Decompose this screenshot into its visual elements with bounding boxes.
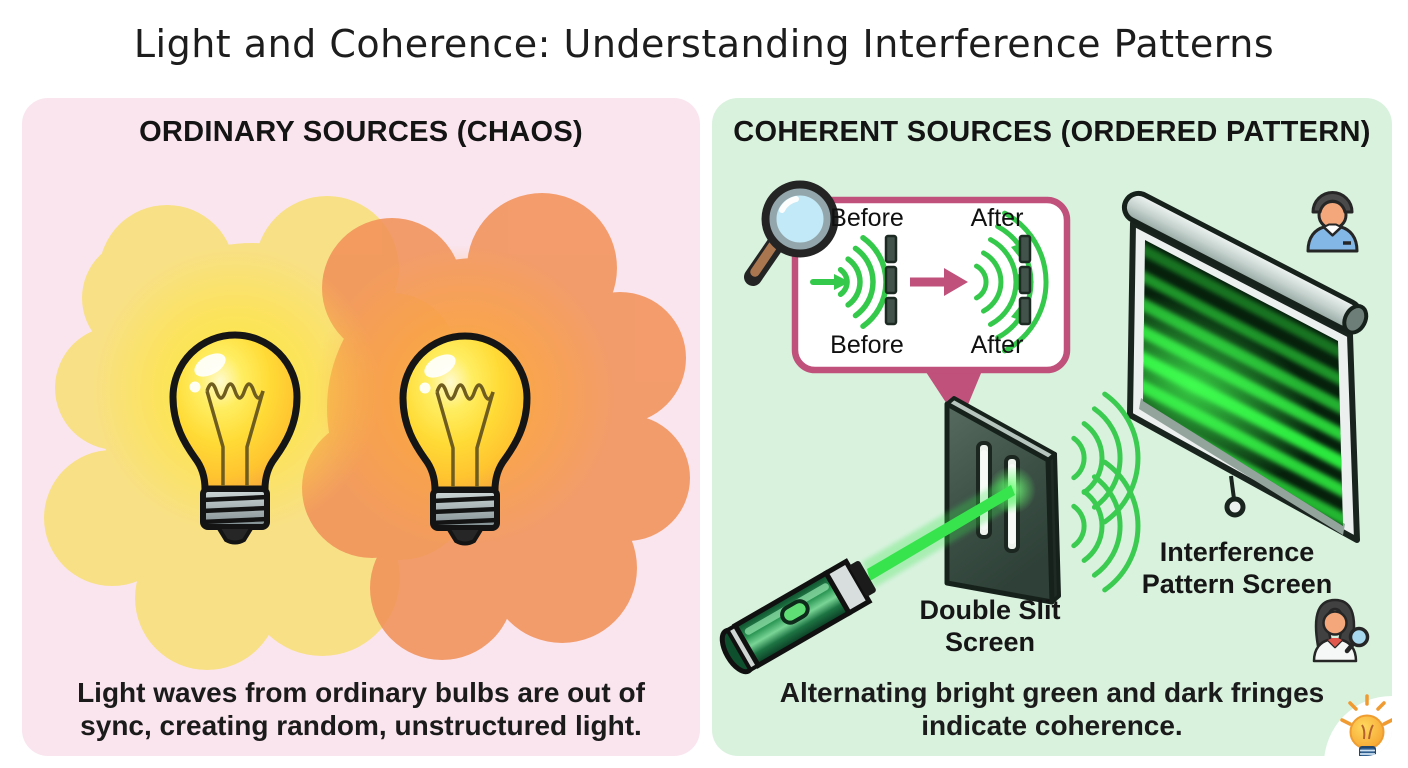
before-after-inset: [791, 196, 1071, 374]
caption-line: Alternating bright green and dark fringe…: [779, 677, 1325, 708]
ordinary-sources-caption: Light waves from ordinary bulbs are out …: [22, 676, 700, 742]
coherent-sources-caption: Alternating bright green and dark fringe…: [712, 676, 1392, 742]
coherent-sources-illustration: [719, 180, 1392, 756]
inset-label-before-bottom: Before: [830, 331, 904, 359]
laser-pointer-icon: [719, 558, 876, 675]
laser-button: [780, 599, 810, 625]
inset-label-after-bottom: After: [970, 331, 1024, 359]
laser-beam: [867, 485, 1015, 581]
label-line: Pattern Screen: [1141, 569, 1333, 599]
inset-label-after-top: After: [970, 204, 1024, 232]
pull-cord-ring: [1224, 496, 1246, 518]
page-title: Light and Coherence: Understanding Inter…: [133, 22, 1275, 66]
wave-arcs: [1071, 391, 1141, 593]
coherent-sources-header: COHERENT SOURCES (ORDERED PATTERN): [733, 116, 1371, 148]
label-line: Double Slit: [919, 595, 1061, 625]
ordinary-sources-header: ORDINARY SOURCES (CHAOS): [139, 116, 583, 148]
slit-bars: [884, 234, 1032, 326]
transition-arrow: [944, 268, 968, 296]
scientist-magnifier-icon: [1348, 626, 1370, 648]
caption-line: sync, creating random, unstructured ligh…: [80, 710, 642, 741]
inset-bubble-tail: [922, 366, 984, 424]
person-icon: [1306, 191, 1359, 253]
scientist-icon: [1312, 598, 1370, 663]
ordinary-sources-illustration: [44, 193, 690, 670]
screen-roller: [1121, 190, 1369, 335]
inset-label-before-top: Before: [830, 204, 904, 232]
magnifier-icon: [744, 180, 839, 286]
interference-pattern-screen: [1121, 190, 1369, 543]
idea-lightbulb-icon: [1324, 694, 1392, 756]
interference-pattern-label: Interference Pattern Screen: [1117, 536, 1357, 600]
caption-line: Light waves from ordinary bulbs are out …: [77, 677, 645, 708]
coherent-sources-panel: COHERENT SOURCES (ORDERED PATTERN): [712, 98, 1392, 756]
caption-line: indicate coherence.: [921, 710, 1183, 741]
label-line: Screen: [944, 627, 1036, 657]
label-line: Interference: [1159, 537, 1315, 567]
ordinary-sources-panel: ORDINARY SOURCES (CHAOS): [22, 98, 700, 756]
double-slit-label: Double Slit Screen: [880, 594, 1100, 658]
